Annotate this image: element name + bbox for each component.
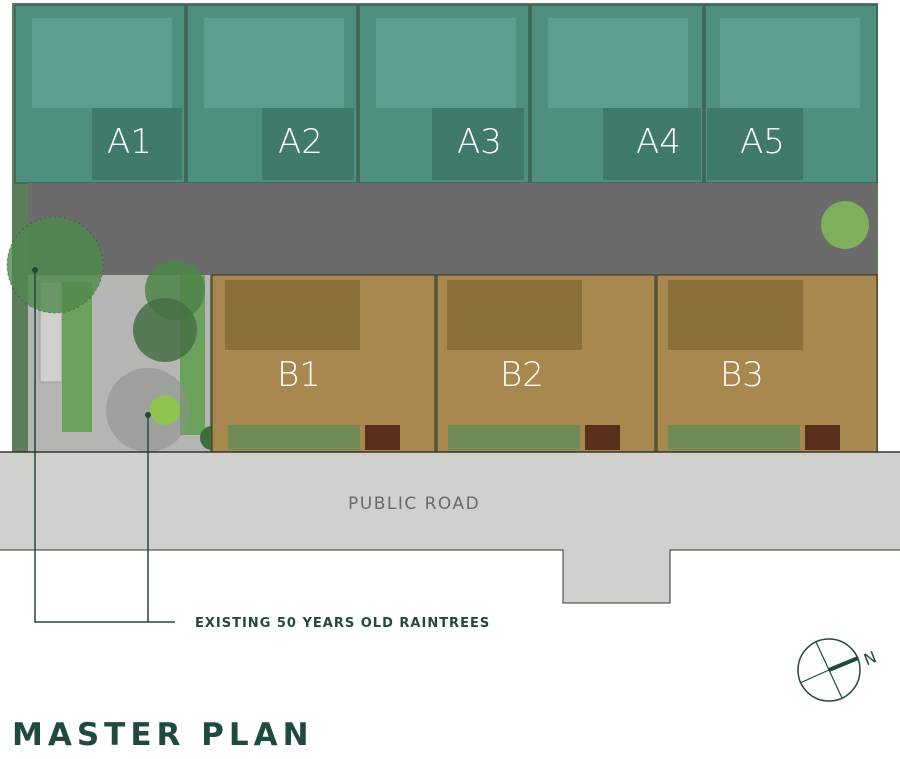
unit-b2[interactable]: B2: [436, 274, 656, 453]
tree-icon: [133, 298, 197, 362]
unit-a1[interactable]: A1: [14, 4, 186, 184]
tree-icon: [7, 217, 103, 313]
internal-driveway: [28, 183, 877, 275]
tree-icon: [821, 201, 869, 249]
tree-icon: [106, 368, 190, 452]
north-label: N: [861, 647, 879, 669]
unit-a5[interactable]: A5: [704, 4, 878, 184]
road-label: PUBLIC ROAD: [348, 494, 480, 514]
unit-label-b3: B3: [720, 355, 764, 395]
a-units-row: A1 A2 A3 A4 A5: [14, 4, 878, 184]
unit-label-a3: A3: [457, 122, 502, 162]
unit-a2[interactable]: A2: [186, 4, 358, 184]
unit-a3[interactable]: A3: [358, 4, 530, 184]
unit-label-a4: A4: [636, 122, 681, 162]
tree-icon: [150, 395, 180, 425]
public-road: PUBLIC ROAD: [0, 451, 900, 604]
unit-label-a2: A2: [278, 122, 323, 162]
unit-label-b1: B1: [277, 355, 321, 395]
unit-b3[interactable]: B3: [656, 274, 878, 453]
b-units-row: B1 B2 B3: [211, 274, 878, 453]
unit-b1[interactable]: B1: [211, 274, 436, 453]
unit-label-a1: A1: [107, 122, 152, 162]
unit-a4[interactable]: A4: [530, 4, 704, 184]
raintree-callout: EXISTING 50 YEARS OLD RAINTREES: [32, 267, 490, 631]
raintree-icons: [6, 201, 869, 452]
unit-label-b2: B2: [500, 355, 544, 395]
north-arrow-icon: N: [797, 638, 879, 702]
unit-label-a5: A5: [740, 122, 785, 162]
callout-text: EXISTING 50 YEARS OLD RAINTREES: [195, 616, 490, 631]
page-title: MASTER PLAN: [12, 717, 314, 753]
